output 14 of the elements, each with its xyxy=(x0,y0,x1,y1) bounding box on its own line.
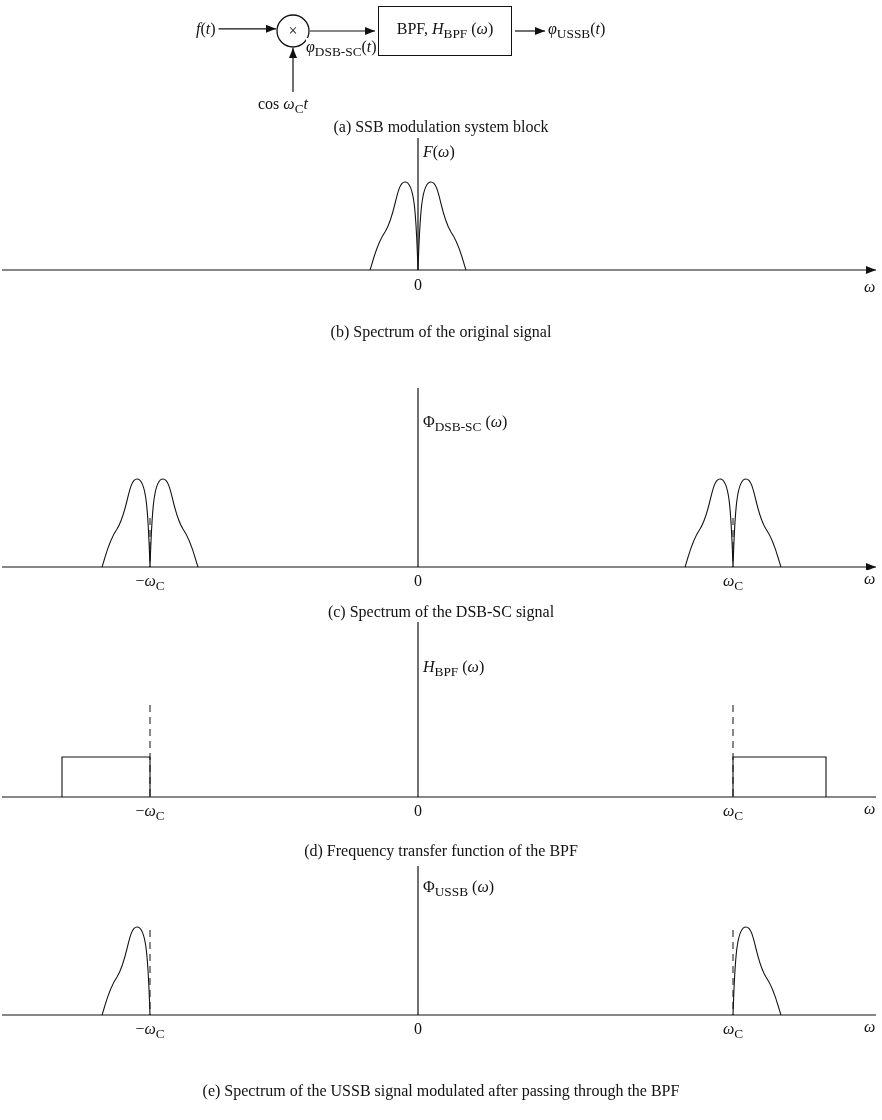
caption: (e) Spectrum of the USSB signal modulated after passing through the BPF xyxy=(202,1082,680,1100)
caption: (a) SSB modulation system block xyxy=(333,118,549,136)
axis-label: F(ω) xyxy=(423,143,455,161)
caption: (d) Frequency transfer function of the BPF xyxy=(304,842,578,860)
output-signal-label: φ$_{USSB}$(t) xyxy=(548,20,606,42)
filter-block: BPF, H$_{BPF}$ (ω) xyxy=(378,6,512,56)
caption: (c) Spectrum of the DSB-SC signal xyxy=(327,603,555,621)
arrow xyxy=(217,24,277,33)
arrow xyxy=(309,27,376,35)
input-signal-label: f(t) xyxy=(196,20,216,38)
carrier-signal-label: cos ω$_{C}$t xyxy=(258,95,308,117)
caption: (b) Spectrum of the original signal xyxy=(330,323,552,341)
arrow xyxy=(289,47,297,93)
arrow xyxy=(514,27,546,35)
